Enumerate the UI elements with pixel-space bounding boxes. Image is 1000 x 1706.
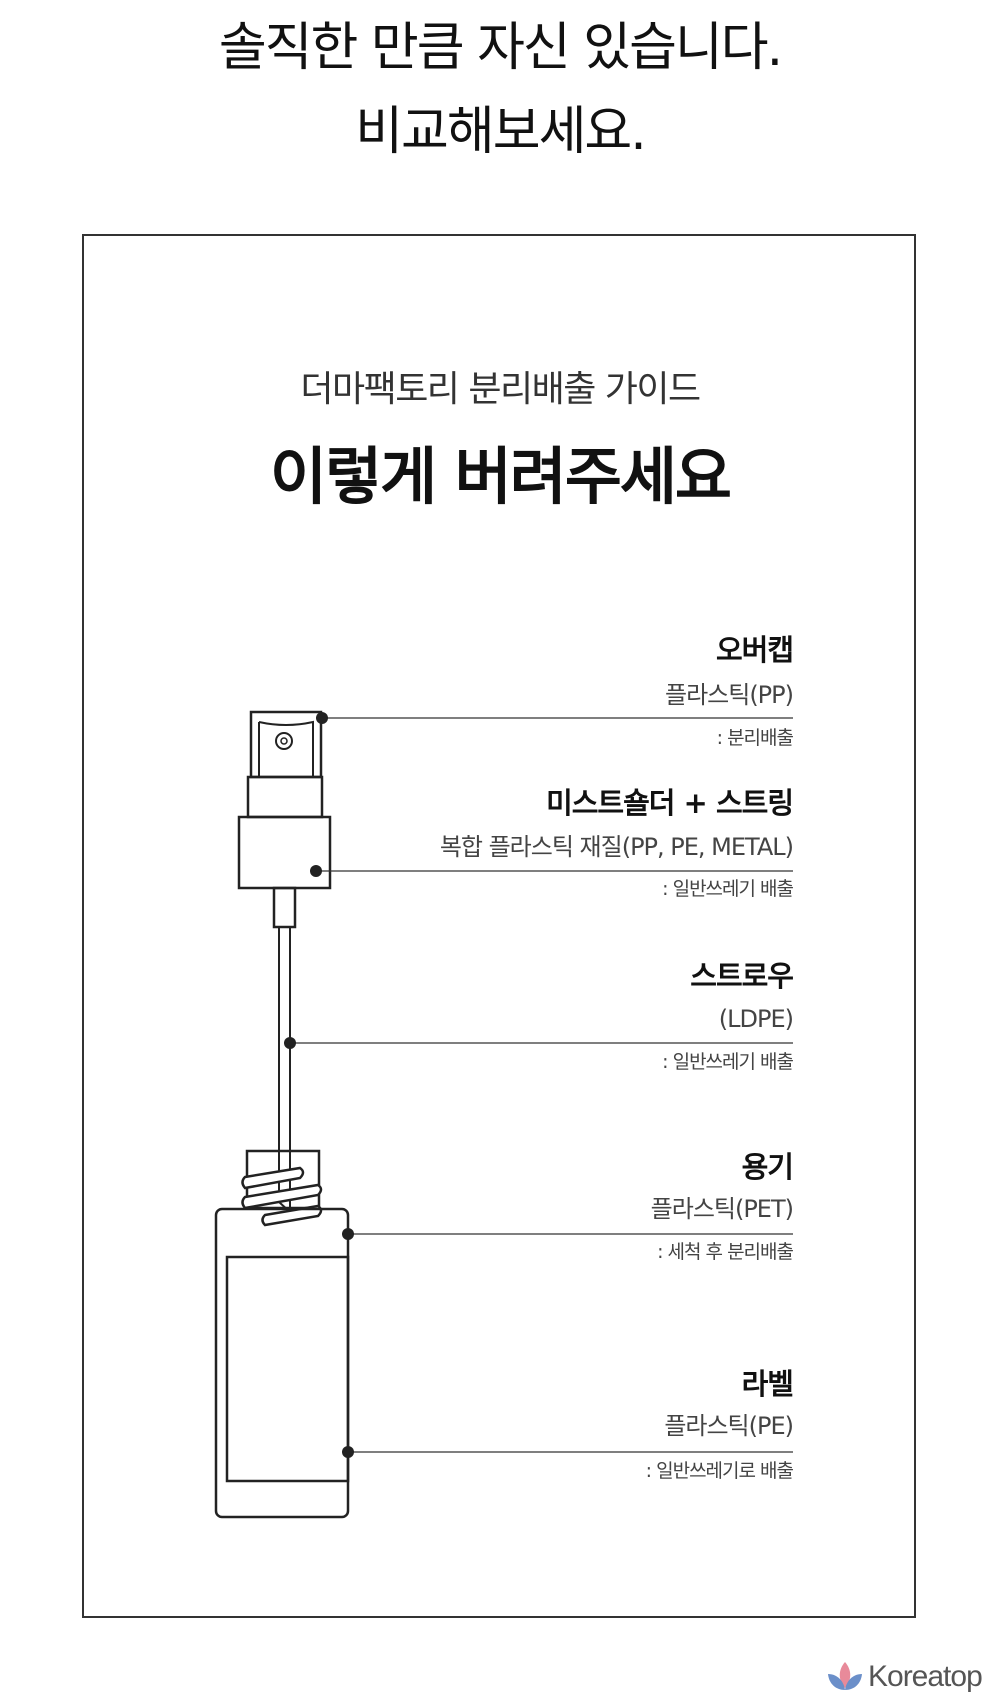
part-name-label: 라벨: [741, 1367, 794, 1401]
headline-line-1: 솔직한 만큼 자신 있습니다.: [218, 18, 783, 78]
collar-shape: [246, 775, 324, 819]
callout-dot: [284, 1037, 296, 1049]
part-material-overcap: 플라스틱(PP): [665, 681, 794, 709]
part-material-container: 플라스틱(PET): [650, 1195, 794, 1223]
part-name-straw: 스트로우: [690, 959, 794, 993]
callout-dot: [342, 1228, 354, 1240]
part-note-overcap: : 분리배출: [716, 727, 794, 749]
watermark-text: Koreatop: [868, 1660, 983, 1693]
part-name-overcap: 오버캡: [715, 633, 794, 667]
stem-shape: [272, 886, 297, 929]
headline-line-2: 비교해보세요.: [355, 102, 647, 162]
bottle-body-shape: [214, 1207, 350, 1519]
koreatop-watermark: Koreatop: [826, 1660, 983, 1694]
part-material-label: 플라스틱(PE): [664, 1412, 794, 1440]
guide-frame: [82, 234, 916, 1618]
callout-dot: [342, 1446, 354, 1458]
label-shape: [225, 1255, 350, 1483]
callout-dot: [310, 865, 322, 877]
part-name-container: 용기: [741, 1150, 794, 1184]
guide-title: 이렇게 버려주세요: [270, 440, 732, 513]
part-note-label: : 일반쓰레기로 배출: [645, 1460, 794, 1482]
part-note-straw: : 일반쓰레기 배출: [662, 1051, 794, 1073]
mist-shoulder-shape: [237, 815, 332, 890]
part-material-mist-shoulder: 복합 플라스틱 재질(PP, PE, METAL): [439, 833, 794, 861]
callout-dot: [316, 712, 328, 724]
lotus-icon: [828, 1662, 862, 1690]
part-material-straw: (LDPE): [718, 1005, 794, 1033]
part-name-mist-shoulder: 미스트숄더 + 스트링: [546, 786, 794, 820]
guide-subtitle: 더마팩토리 분리배출 가이드: [300, 369, 701, 410]
part-note-container: : 세척 후 분리배출: [657, 1241, 794, 1263]
part-note-mist-shoulder: : 일반쓰레기 배출: [662, 878, 794, 900]
